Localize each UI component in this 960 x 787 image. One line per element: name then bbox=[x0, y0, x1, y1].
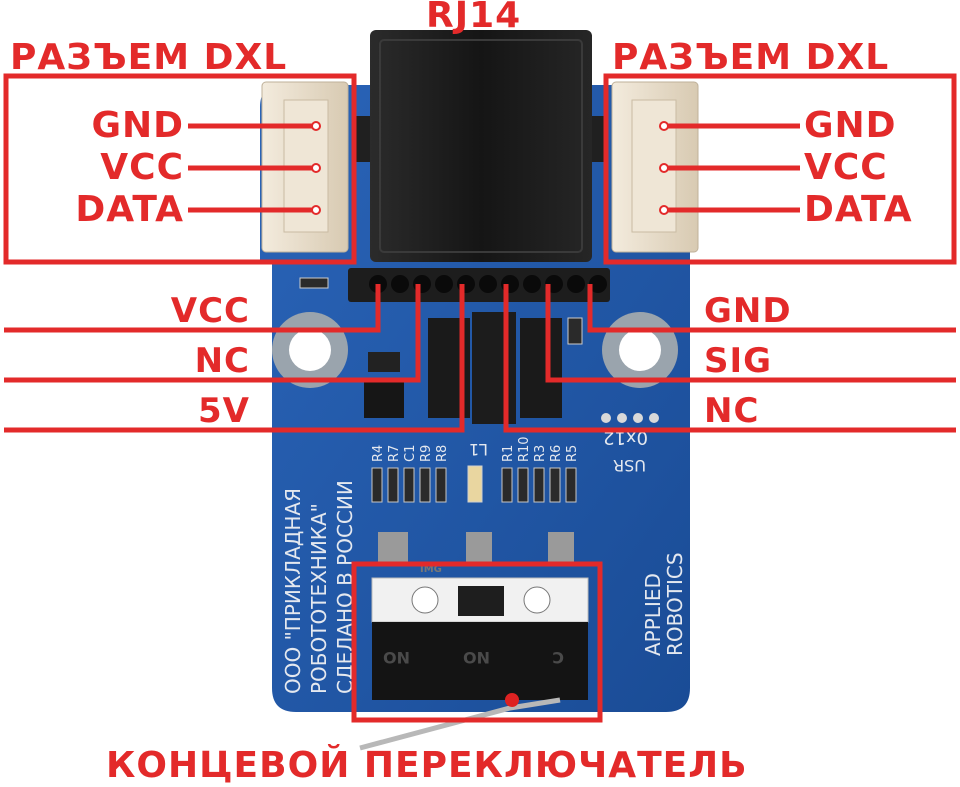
left-pin-vcc-label: VCC bbox=[100, 147, 184, 188]
smd-cap-top-left bbox=[299, 277, 329, 289]
silk-res-label: R6 bbox=[549, 445, 564, 462]
switch-box bbox=[351, 561, 603, 723]
left-connector-heading: РАЗЪЕМ DXL bbox=[10, 37, 288, 78]
switch-lever bbox=[359, 697, 561, 751]
right-connector-box bbox=[603, 73, 957, 265]
regulator-chip bbox=[364, 378, 404, 418]
header-pin-gnd-label: GND bbox=[704, 291, 792, 331]
silk-company-line-1: ООО "ПРИКЛАДНАЯ bbox=[281, 488, 305, 694]
connector-pin-leaders bbox=[188, 123, 800, 213]
left-connector-box bbox=[3, 73, 357, 265]
silk-res-label: R8 bbox=[435, 445, 450, 462]
header-pin-nc-label-right: NC bbox=[704, 391, 760, 431]
silk-resistor-labels-left: R4 R7 C1 R9 R8 bbox=[371, 445, 450, 462]
header-pin-sig-label: SIG bbox=[704, 341, 773, 381]
switch-label-no-2: NO bbox=[463, 648, 490, 667]
header-pin-vcc-label: VCC bbox=[170, 291, 250, 331]
smd-components-right bbox=[501, 467, 577, 503]
left-pin-data-label: DATA bbox=[75, 189, 184, 230]
pin-header-pins bbox=[369, 275, 607, 293]
switch-markings: NO NO C IMG bbox=[383, 564, 564, 667]
ic-chip-middle bbox=[472, 312, 516, 424]
silk-res-label: R4 bbox=[371, 445, 386, 462]
right-pin-vcc-label: VCC bbox=[804, 147, 888, 188]
right-connector-heading: РАЗЪЕМ DXL bbox=[612, 37, 890, 78]
silk-brand-line-1: APPLIED bbox=[641, 573, 665, 656]
switch-label-no-1: NO bbox=[383, 648, 410, 667]
connector-pin-dots bbox=[311, 121, 669, 215]
pin-header bbox=[348, 268, 610, 302]
silk-res-label: R1 bbox=[501, 445, 516, 462]
silk-resistor-labels-right: R1 R10 R3 R6 R5 bbox=[501, 436, 580, 462]
limit-switch bbox=[359, 532, 589, 751]
silk-brand-line-2: ROBOTICS bbox=[663, 552, 687, 656]
led bbox=[467, 465, 483, 503]
smd-cap-top-right bbox=[567, 317, 583, 345]
silk-usr: USR bbox=[613, 456, 646, 475]
silk-res-label: R7 bbox=[387, 445, 402, 462]
header-pin-5v-label: 5V bbox=[198, 391, 250, 431]
rj14-title: RJ14 bbox=[426, 0, 522, 36]
via-pads bbox=[601, 413, 659, 423]
header-pin-leaders bbox=[4, 284, 956, 433]
silk-res-label: R5 bbox=[565, 445, 580, 462]
header-pin-nc-label-left: NC bbox=[194, 341, 250, 381]
mounting-hole-right bbox=[602, 312, 678, 388]
right-pin-gnd-label: GND bbox=[804, 105, 897, 146]
silk-led: L1 bbox=[469, 440, 488, 459]
silk-res-label: C1 bbox=[403, 445, 418, 462]
switch-mark: IMG bbox=[420, 564, 442, 575]
left-pin-gnd-label: GND bbox=[91, 105, 184, 146]
limit-switch-label: КОНЦЕВОЙ ПЕРЕКЛЮЧАТЕЛЬ bbox=[106, 745, 748, 786]
mounting-hole-left bbox=[272, 312, 348, 388]
silk-res-label: R3 bbox=[533, 445, 548, 462]
silk-res-label: R9 bbox=[419, 445, 434, 462]
right-pin-data-label: DATA bbox=[804, 189, 913, 230]
smd-components-left bbox=[371, 467, 447, 503]
rj14-connector bbox=[356, 30, 606, 262]
switch-label-c: C bbox=[552, 648, 564, 667]
silk-res-label: R10 bbox=[517, 436, 532, 462]
transistor bbox=[368, 352, 400, 372]
annotation-boxes bbox=[3, 73, 957, 723]
switch-actuator bbox=[505, 693, 519, 707]
silk-company-line-2: РОБОТОТЕХНИКА" bbox=[307, 503, 331, 694]
ic-chip-right bbox=[520, 318, 562, 418]
